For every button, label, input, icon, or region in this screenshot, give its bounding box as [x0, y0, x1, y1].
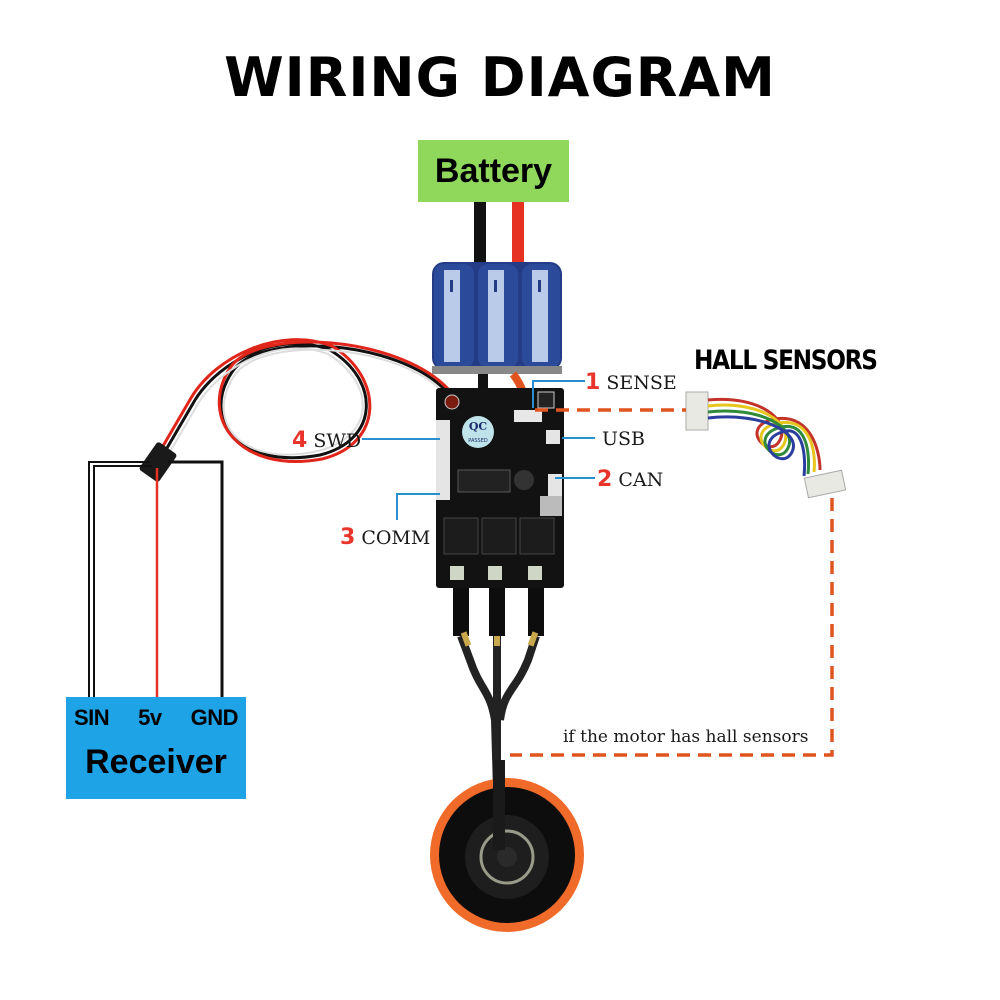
receiver-pin-gnd: GND — [190, 705, 239, 730]
battery-box: Battery — [418, 140, 569, 202]
battery-positive-wire — [512, 202, 524, 262]
battery-label: Battery — [434, 151, 553, 190]
battery-negative-wire — [474, 202, 486, 262]
receiver-label: Receiver — [85, 743, 227, 781]
servo-cable — [154, 338, 451, 463]
servo-connector — [139, 442, 177, 482]
hall-sensors-note: if the motor has hall sensors — [563, 727, 809, 747]
receiver-wires — [88, 460, 224, 697]
port-name-usb: USB — [602, 428, 645, 450]
port-name-can: CAN — [618, 469, 664, 491]
port-number-3: 3 — [340, 525, 356, 550]
port-name-sense: SENSE — [606, 372, 677, 394]
phase-wires — [453, 588, 544, 791]
port-label-usb: USB — [602, 428, 645, 450]
hall-connection-dashed — [510, 408, 834, 757]
qc-badge-bottom: PASSED — [468, 438, 488, 444]
qc-badge-top: QC — [469, 420, 488, 433]
receiver-pin-5v: 5v — [138, 705, 162, 730]
hall-sensors-title: HALL SENSORS — [694, 345, 878, 376]
port-name-swd: SWD — [313, 430, 362, 452]
receiver-box: SIN 5v GND Receiver — [66, 697, 246, 799]
receiver-pins: SIN 5v GND — [66, 705, 246, 731]
port-number-2: 2 — [597, 467, 613, 492]
esc-board: QC PASSED — [436, 388, 564, 588]
receiver-pin-sin: SIN — [74, 705, 110, 730]
leader-lines — [362, 380, 595, 520]
hall-sensor-harness — [685, 391, 847, 499]
internal-black-wire — [478, 374, 488, 398]
page-title: WIRING DIAGRAM — [224, 46, 776, 109]
port-number-4: 4 — [292, 428, 308, 453]
port-number-1: 1 — [585, 370, 601, 395]
capacitor-bank — [432, 262, 562, 374]
port-name-comm: COMM — [361, 527, 431, 549]
motor — [430, 760, 584, 932]
